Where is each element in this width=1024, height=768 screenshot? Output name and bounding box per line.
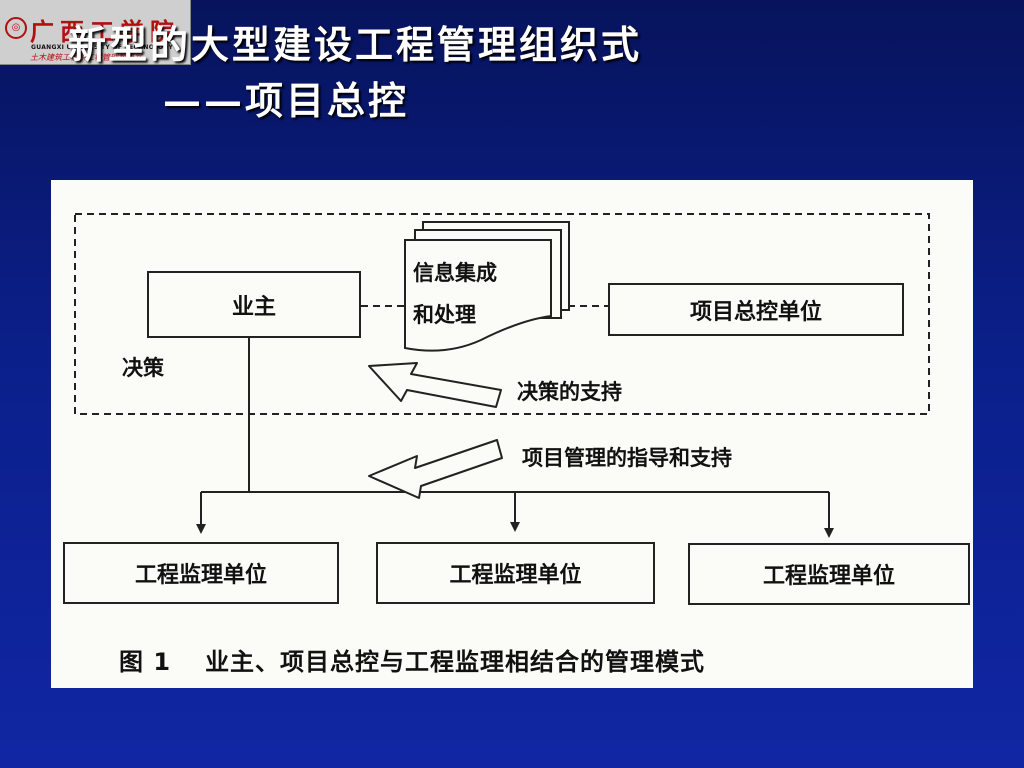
diagram-connectors	[74, 213, 930, 538]
university-logo: ◎ 广西工学院 GUANGXI UNIVERSITY OF TECHNOLOGY…	[0, 0, 191, 65]
supervisor-box-2: 工程监理单位	[376, 542, 655, 604]
arrowhead-2	[510, 522, 520, 532]
project-control-box: 项目总控单位	[608, 283, 904, 336]
arrowhead-1	[196, 524, 206, 534]
pm-guidance-label: 项目管理的指导和支持	[522, 446, 732, 470]
info-line-2: 和处理	[413, 303, 476, 327]
document-stack-icon	[404, 221, 570, 352]
logo-department: 土木建筑工程系工程管理教研室	[30, 53, 142, 62]
decision-support-arrow	[368, 362, 502, 408]
owner-box: 业主	[147, 271, 361, 338]
arrowhead-3	[824, 528, 834, 538]
logo-name: 广西工学院	[30, 17, 180, 46]
figure-number: 图 1	[119, 648, 172, 676]
decision-label: 决策	[122, 356, 164, 380]
figure-caption: 图 1 业主、项目总控与工程监理相结合的管理模式	[119, 642, 705, 677]
info-integration-label: 信息集成 和处理	[413, 252, 497, 336]
diagram-figure: 业主 信息集成 和处理 项目总控单位 决策 决策的支持 项目管理的指导和支持 工…	[51, 180, 973, 688]
emblem-icon: ◎	[5, 17, 27, 39]
logo-english-name: GUANGXI UNIVERSITY OF TECHNOLOGY	[31, 44, 174, 51]
slide-title: 新型的大型建设工程管理组织式	[68, 22, 643, 67]
decision-boundary	[74, 213, 930, 415]
supervisor-box-1: 工程监理单位	[63, 542, 339, 604]
info-line-1: 信息集成	[413, 261, 497, 285]
slide-subtitle: ——项目总控	[163, 78, 410, 123]
figure-caption-text: 业主、项目总控与工程监理相结合的管理模式	[205, 648, 706, 676]
decision-support-label: 决策的支持	[517, 380, 622, 404]
pm-guidance-arrow	[368, 439, 503, 499]
supervisor-box-3: 工程监理单位	[688, 543, 970, 605]
